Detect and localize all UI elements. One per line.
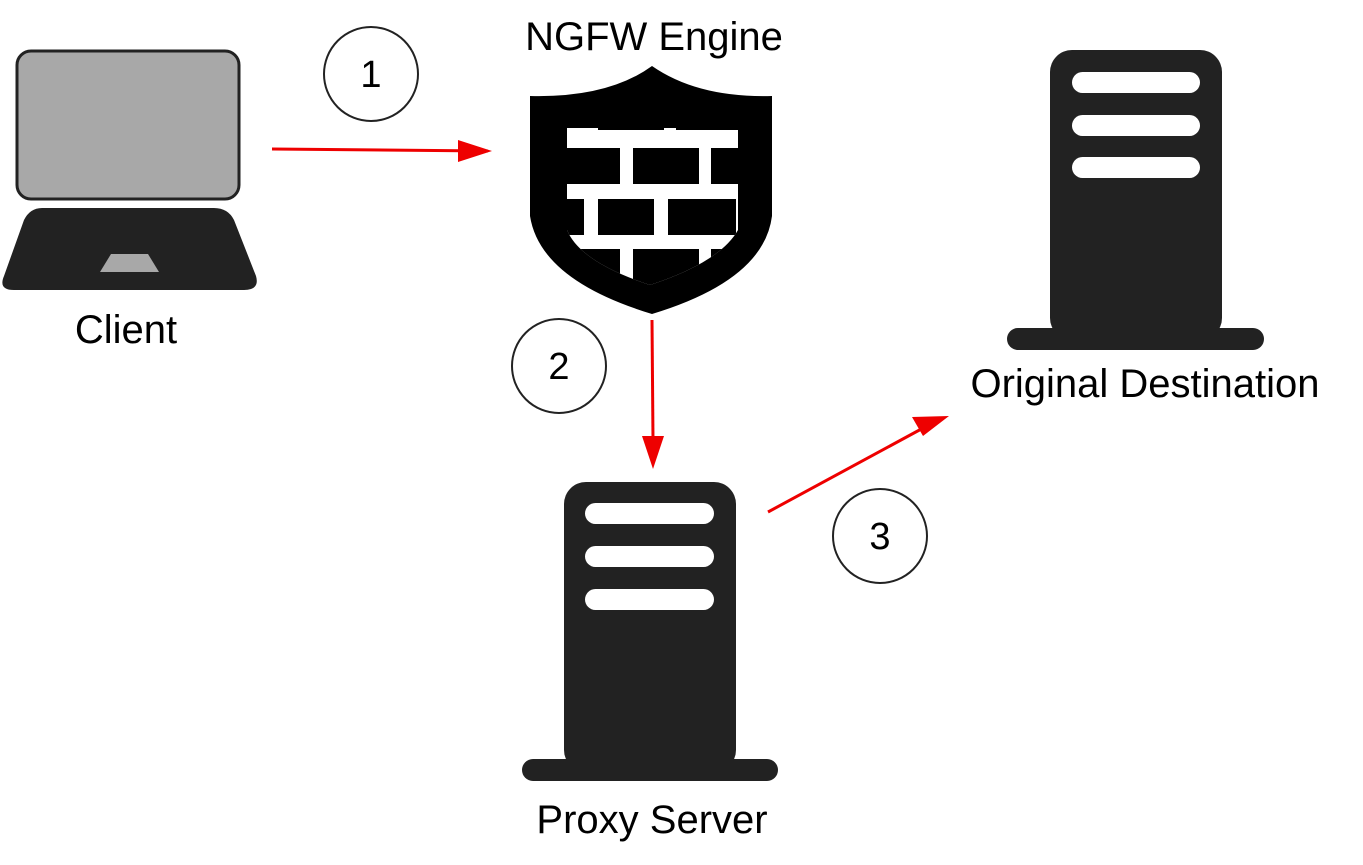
server-icon xyxy=(522,482,778,781)
server-slot xyxy=(1072,157,1200,178)
proxy-label: Proxy Server xyxy=(536,798,767,842)
server-slot xyxy=(1072,115,1200,136)
destination-label: Original Destination xyxy=(970,362,1319,406)
client-label: Client xyxy=(75,308,177,352)
step-3-badge: 3 xyxy=(832,488,928,584)
firewall-label: NGFW Engine xyxy=(525,15,783,59)
laptop-screen xyxy=(15,49,241,201)
step-2-number: 2 xyxy=(548,346,569,388)
server-tower xyxy=(1050,50,1222,340)
client-node: Client xyxy=(2,49,257,352)
server-slot xyxy=(1072,72,1200,93)
laptop-icon xyxy=(2,49,257,290)
arrowhead-client-to-firewall xyxy=(458,140,492,162)
firewall-shield-icon xyxy=(530,66,772,314)
server-base xyxy=(1007,328,1264,350)
destination-node: Original Destination xyxy=(970,50,1320,406)
server-slot xyxy=(585,589,714,610)
proxy-node: Proxy Server xyxy=(522,482,778,842)
step-1-number: 1 xyxy=(360,54,381,96)
step-2-badge: 2 xyxy=(511,318,607,414)
server-base xyxy=(522,759,778,781)
arrowhead-proxy-to-destination xyxy=(912,416,949,436)
step-1-badge: 1 xyxy=(323,26,419,122)
laptop-base xyxy=(2,208,257,290)
server-slot xyxy=(585,503,714,524)
laptop-touchpad xyxy=(100,254,159,272)
server-slot xyxy=(585,546,714,567)
server-icon xyxy=(1007,50,1264,350)
arrowhead-firewall-to-proxy xyxy=(642,436,664,469)
arrow-proxy-to-destination xyxy=(767,425,926,514)
step-3-number: 3 xyxy=(869,516,890,558)
arrow-client-to-firewall xyxy=(271,146,489,155)
firewall-node: NGFW Engine xyxy=(525,15,783,314)
arrow-firewall-to-proxy xyxy=(650,319,655,441)
server-tower xyxy=(564,482,736,772)
